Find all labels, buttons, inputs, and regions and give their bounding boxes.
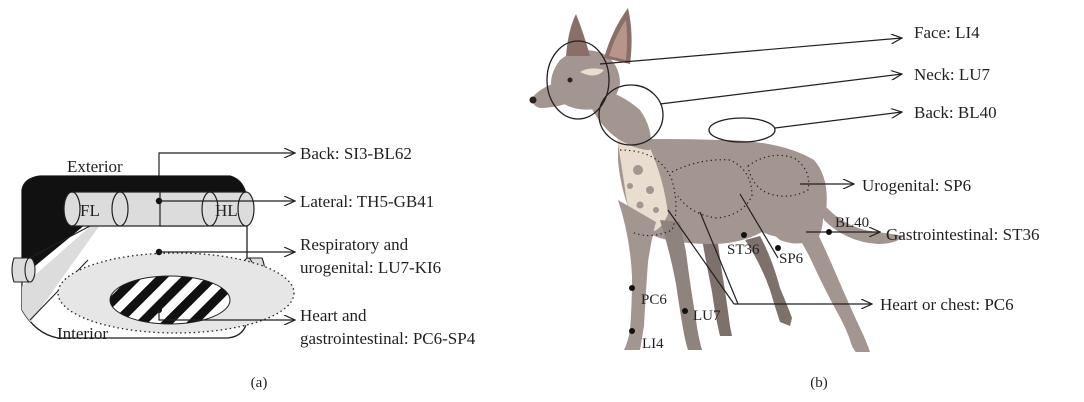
point-sp6: SP6 (779, 251, 804, 267)
exterior-label: Exterior (67, 157, 123, 176)
caption-a: (a) (251, 375, 268, 391)
hl-cylinder (160, 192, 254, 226)
label-gastro: Gastrointestinal: ST36 (886, 225, 1039, 244)
label-back-a: Back: SI3-BL62 (300, 144, 412, 163)
label-heart-b: Heart or chest: PC6 (880, 295, 1014, 314)
hatched-region (110, 276, 230, 324)
point-pc6: PC6 (641, 292, 667, 308)
label-resp-2: urogenital: LU7-KI6 (300, 258, 441, 277)
dog-illustration (530, 8, 905, 352)
caption-b: (b) (810, 375, 828, 391)
label-neck: Neck: LU7 (914, 65, 991, 84)
label-heart-1: Heart and (300, 306, 367, 325)
back-region (709, 118, 775, 142)
hl-label: HL (215, 201, 238, 220)
point-li4: LI4 (642, 336, 664, 352)
label-urogenital: Urogenital: SP6 (862, 176, 971, 195)
label-lateral-a: Lateral: TH5-GB41 (300, 192, 434, 211)
fl-label: FL (80, 201, 100, 220)
point-bl40: BL40 (835, 215, 869, 231)
label-back-b: Back: BL40 (914, 103, 997, 122)
label-face: Face: LI4 (914, 23, 980, 42)
interior-label: Interior (57, 324, 108, 343)
label-heart-2: gastrointestinal: PC6-SP4 (300, 329, 476, 348)
panel-b: BL40 ST36 SP6 PC6 LU7 LI4 Face: LI4 Neck… (530, 8, 1040, 391)
label-resp-1: Respiratory and (300, 235, 409, 254)
panel-a: FL HL Exterior Interior Back: SI3-BL62 L… (12, 144, 476, 391)
point-lu7: LU7 (693, 308, 721, 324)
point-st36: ST36 (727, 242, 760, 258)
